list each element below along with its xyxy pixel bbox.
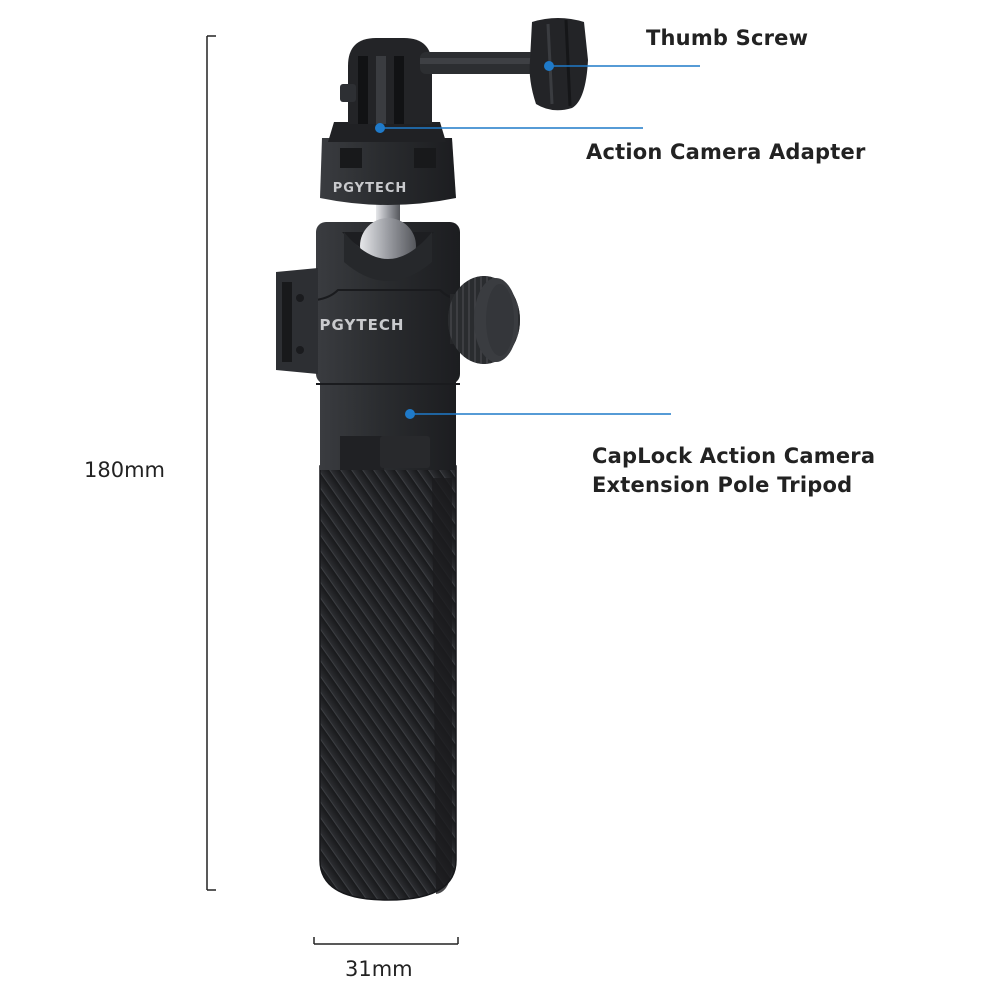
svg-text:PGYTECH: PGYTECH — [333, 181, 408, 196]
height-dimension-bracket — [206, 35, 216, 891]
grip-handle — [319, 465, 457, 901]
action-camera-adapter: PGYTECH — [320, 122, 456, 205]
adapter-label: Action Camera Adapter — [586, 140, 866, 164]
tripod-label-line2: Extension Pole Tripod — [592, 473, 853, 497]
thumb-screw-label: Thumb Screw — [646, 26, 809, 50]
side-mount — [276, 268, 318, 374]
width-dimension-label: 31mm — [345, 957, 413, 981]
tripod-housing — [320, 380, 456, 470]
svg-text:PGYTECH: PGYTECH — [320, 316, 405, 334]
callout-adapter — [375, 123, 643, 133]
mount-prongs — [340, 38, 432, 124]
thumb-screw — [420, 18, 588, 111]
width-dimension-bracket — [313, 937, 459, 945]
brand-logo-housing: PGYTECH — [320, 316, 405, 334]
callout-thumb-screw — [544, 61, 700, 71]
callout-tripod — [405, 409, 671, 419]
tripod-label-line1: CapLock Action Camera — [592, 444, 876, 468]
height-dimension-label: 180mm — [84, 458, 165, 482]
tripod-label: CapLock Action Camera Extension Pole Tri… — [592, 442, 875, 500]
locking-knob — [448, 276, 520, 364]
